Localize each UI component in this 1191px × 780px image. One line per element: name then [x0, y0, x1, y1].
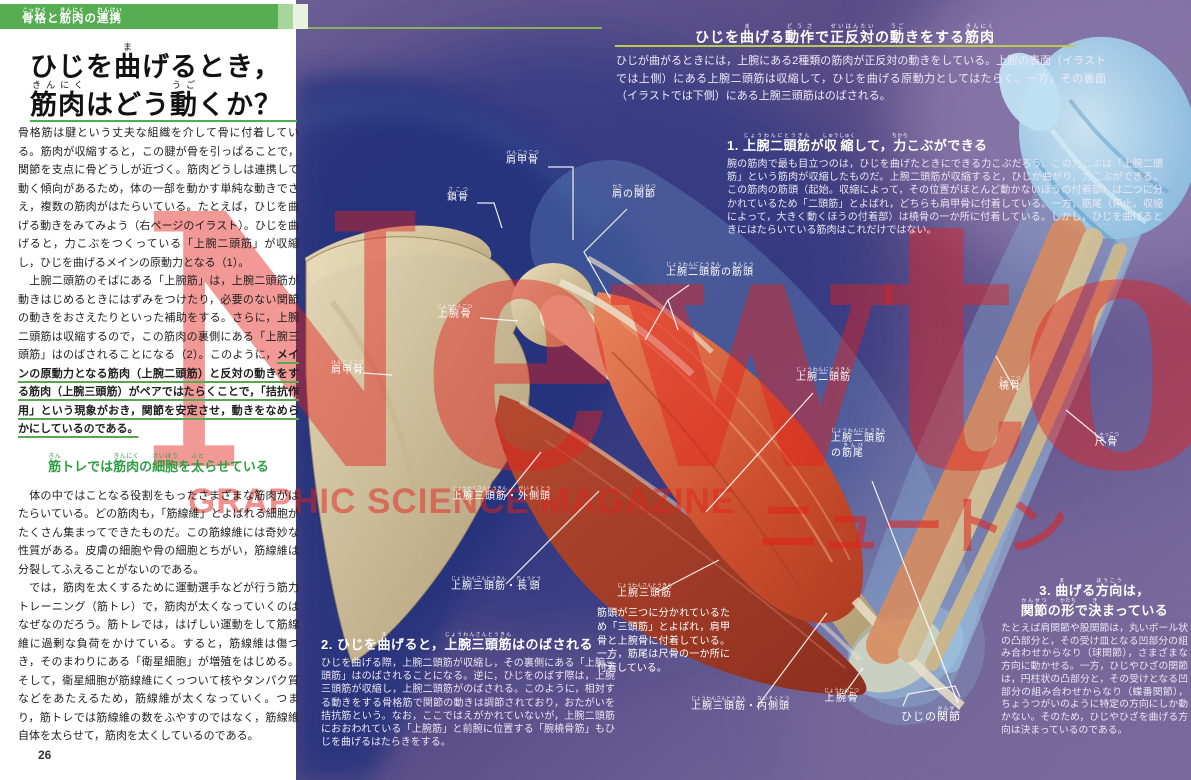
header-green-rule — [308, 27, 602, 29]
label-radius: 橈骨とうこつ — [999, 376, 1021, 392]
section-1: 1. 上腕二頭筋じょうわんにとうきんが収縮しゅうしゅくして，力ちからこぶができる… — [727, 133, 1163, 237]
label-scapula-left: 肩甲骨けんこうこつ — [331, 360, 364, 376]
heading-underline-rule — [615, 45, 1075, 47]
section-2-heading: 2. ひじを曲まげると，上腕三頭筋じょうわんさんとうきんはのばされる — [321, 632, 593, 652]
section-2-body: ひじを曲げる際，上腕二頭筋が収縮し，その裏側にある「上腕三頭筋」はのばされること… — [321, 658, 615, 749]
paragraph-3: 体の中ではことなる役割をもったさまざまな筋肉がはたらいている。どの筋肉も，「筋線… — [18, 489, 299, 576]
section-kicker: 骨格こっかくと筋肉きんにくの連携れんけい — [22, 7, 122, 25]
label-shoulder-joint: 肩かたの関節かんせつ — [612, 184, 656, 200]
illustration-heading: ひじを曲まげる動作どうさで正反対せいはんたいの動うごきをする筋肉きんにく — [695, 24, 995, 45]
label-triceps-medial-head: 上腕三頭筋じょうわんさんとうきん・内側頭ないそくとう — [691, 696, 791, 712]
triceps-note: 筋頭が三つに分かれているため「三頭筋」とよばれ，肩甲骨と上腕骨に付着している。一… — [597, 608, 730, 675]
label-elbow-joint: ひじの関節かんせつ — [901, 706, 961, 723]
section-kicker-bar: 骨格こっかくと筋肉きんにくの連携れんけい — [0, 4, 278, 29]
paragraph-2: 上腕二頭筋のそばにある「上腕筋」は，上腕二頭筋が動きはじめるときにはずみをつけた… — [18, 272, 299, 439]
title-underline-rule — [30, 120, 297, 122]
label-biceps-tail: 上腕二頭筋じょうわんにとうきんの筋尾きんび — [831, 428, 886, 459]
label-humerus-left: 上腕骨じょうわんこつ — [437, 304, 473, 320]
section-3-body: たとえば肩関節や股関節は，丸いボール状の凸部分と，その受け皿となる凹部分の組み合… — [1001, 623, 1188, 736]
label-ulna: 尺骨しゃっこつ — [1094, 432, 1120, 448]
paragraph-2-emphasis: メインの原動力となる筋肉（上腕二頭筋）と反対の動きをする筋肉（上腕三頭筋）がペア… — [18, 349, 300, 435]
illustration-intro: ひじが曲がるときには，上腕にある2種類の筋肉が正反対の動きをしている。上腕の表面… — [616, 55, 1106, 102]
subheading: 筋きんトレでは筋肉きんにくの細胞さいぼうを太ふとらせている — [48, 453, 269, 474]
label-triceps-lateral-head: 上腕三頭筋じょうわんさんとうきん・外側頭がいそくとう — [452, 486, 552, 502]
label-biceps: 上腕二頭筋じょうわんにとうきん — [796, 367, 851, 383]
paragraph-2-normal: 上腕二頭筋のそばにある「上腕筋」は，上腕二頭筋が動きはじめるときにはずみをつけた… — [18, 275, 299, 361]
label-biceps-head: 上腕二頭筋じょうわんにとうきんの筋頭きんとう — [666, 262, 754, 278]
paragraph-4: では，筋肉を太くするために運動選手などが行う筋力トレーニング（筋トレ）で，筋肉が… — [18, 582, 299, 742]
section-3-heading: 3. 曲まげる方向ほうこうは，関節かんせつの形かたちで決きまっている — [1020, 578, 1169, 618]
page-number: 26 — [38, 748, 52, 762]
kicker-accent-square-1 — [278, 4, 293, 29]
paragraph-1: 骨格筋は腱という丈夫な組織を介して骨に付着している。筋肉が収縮すると，この腱が骨… — [18, 127, 299, 269]
label-scapula-top: 肩甲骨けんこうこつ — [506, 150, 539, 166]
section-1-heading: 1. 上腕二頭筋じょうわんにとうきんが収縮しゅうしゅくして，力ちからこぶができる — [727, 133, 988, 153]
label-humerus-bottom: 上腕骨じょうわんこつ — [824, 688, 860, 704]
left-body-column: 骨格筋は腱という丈夫な組織を介して骨に付着している。筋肉が収縮すると，この腱が骨… — [18, 124, 299, 746]
section-2: 2. ひじを曲まげると，上腕三頭筋じょうわんさんとうきんはのばされる ひじを曲げ… — [321, 632, 615, 749]
label-triceps-long-head: 上腕三頭筋じょうわんさんとうきん・長頭ちょうとう — [451, 576, 542, 592]
article-title: ひじを曲まげるとき，筋肉きんにくはどう動うごくか？ — [30, 42, 282, 120]
label-clavicle: 鎖骨さこつ — [447, 187, 469, 203]
section-3: 3. 曲まげる方向ほうこうは，関節かんせつの形かたちで決きまっている たとえば肩… — [1001, 578, 1188, 737]
label-triceps: 上腕三頭筋じょうわんさんとうきん — [617, 583, 673, 599]
section-1-body: 腕の筋肉で最も目立つのは，ひじを曲げたときにできる力こぶだろう。この力こぶは「上… — [727, 159, 1163, 237]
fist-shape — [999, 36, 1191, 250]
kicker-accent-square-2 — [293, 4, 308, 29]
